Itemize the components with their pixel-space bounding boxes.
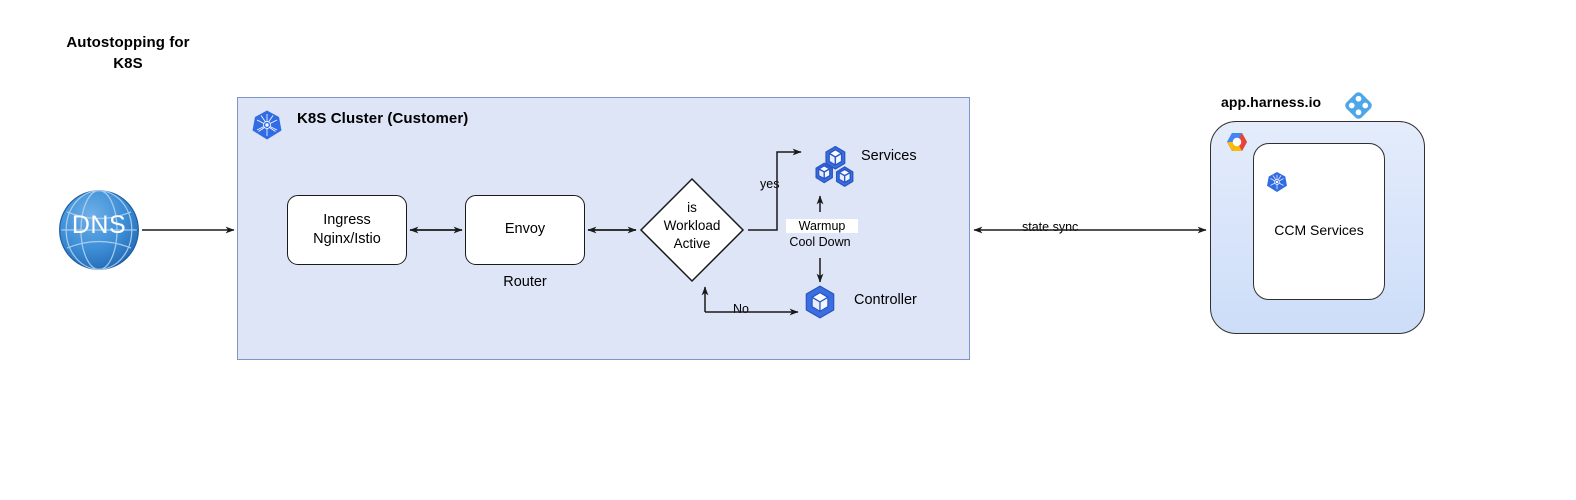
edge-label-cooldown: Cool Down [789,235,851,249]
edge-label-state-sync: state sync [1019,220,1082,234]
controller-label: Controller [854,292,917,308]
page-title-line1: Autostopping for [66,34,190,51]
ingress-label-line2: Nginx/Istio [313,231,381,247]
envoy-label: Envoy [504,221,546,238]
edge-label-warmup: Warmup [786,219,858,233]
edge-label-no: No [733,302,749,316]
dns-node: DNS [58,189,140,271]
decision-diamond[interactable] [639,177,745,283]
edge-label-yes: yes [760,177,780,191]
harness-label: app.harness.io [1221,94,1322,110]
ingress-box[interactable]: Ingress Nginx/Istio [287,195,407,265]
dns-label: DNS [71,211,127,239]
page-title-line2: K8S [113,55,143,73]
controller-icon [802,284,838,320]
ccm-services-box[interactable] [1253,143,1385,300]
k8s-cluster-title: K8S Cluster (Customer) [297,110,469,127]
google-cloud-icon [1221,131,1253,161]
kubernetes-icon [251,109,283,141]
envoy-box[interactable]: Envoy [465,195,585,265]
page-title: Autostopping for K8S [28,32,228,75]
kubernetes-icon [1266,171,1288,193]
harness-diamond-icon [1343,90,1374,121]
services-label: Services [861,148,917,164]
router-caption: Router [503,274,547,290]
services-icon [805,136,867,198]
ccm-services-label: CCM Services [1274,222,1364,238]
ingress-label-line1: Ingress [323,211,371,228]
